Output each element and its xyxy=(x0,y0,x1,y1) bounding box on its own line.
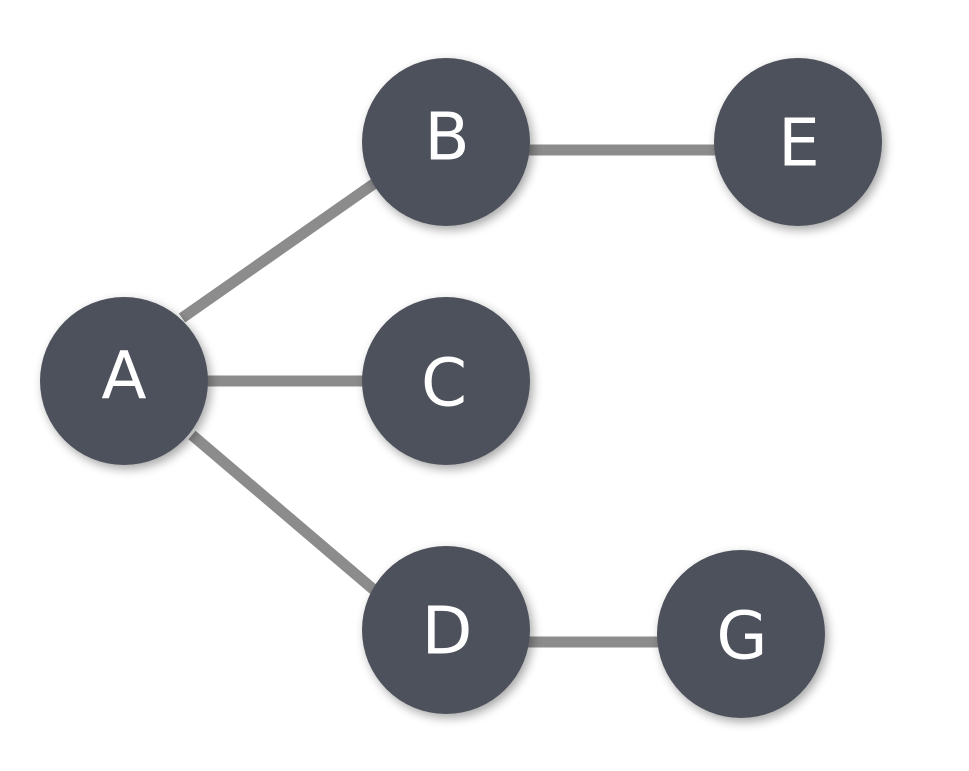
node-d: D xyxy=(362,546,530,714)
node-b-circle xyxy=(362,58,530,226)
node-e: E xyxy=(714,58,882,226)
node-g-circle xyxy=(657,550,825,718)
node-d-label: D xyxy=(422,593,473,670)
node-c: C xyxy=(362,297,530,465)
node-d-circle xyxy=(362,546,530,714)
node-b-label: B xyxy=(424,99,469,176)
node-e-label: E xyxy=(778,105,820,182)
node-c-circle xyxy=(362,297,530,465)
node-a-label: A xyxy=(101,338,146,415)
node-g-label: G xyxy=(716,598,767,675)
edge-a-b xyxy=(178,178,379,323)
edges xyxy=(178,144,718,648)
edge-a-d xyxy=(188,430,384,600)
node-c-label: C xyxy=(421,345,467,422)
node-a-circle xyxy=(40,297,208,465)
node-a: A xyxy=(40,297,208,465)
node-g: G xyxy=(657,550,825,718)
node-b: B xyxy=(362,58,530,226)
node-e-circle xyxy=(714,58,882,226)
nodes: A B C D E G xyxy=(40,58,882,718)
